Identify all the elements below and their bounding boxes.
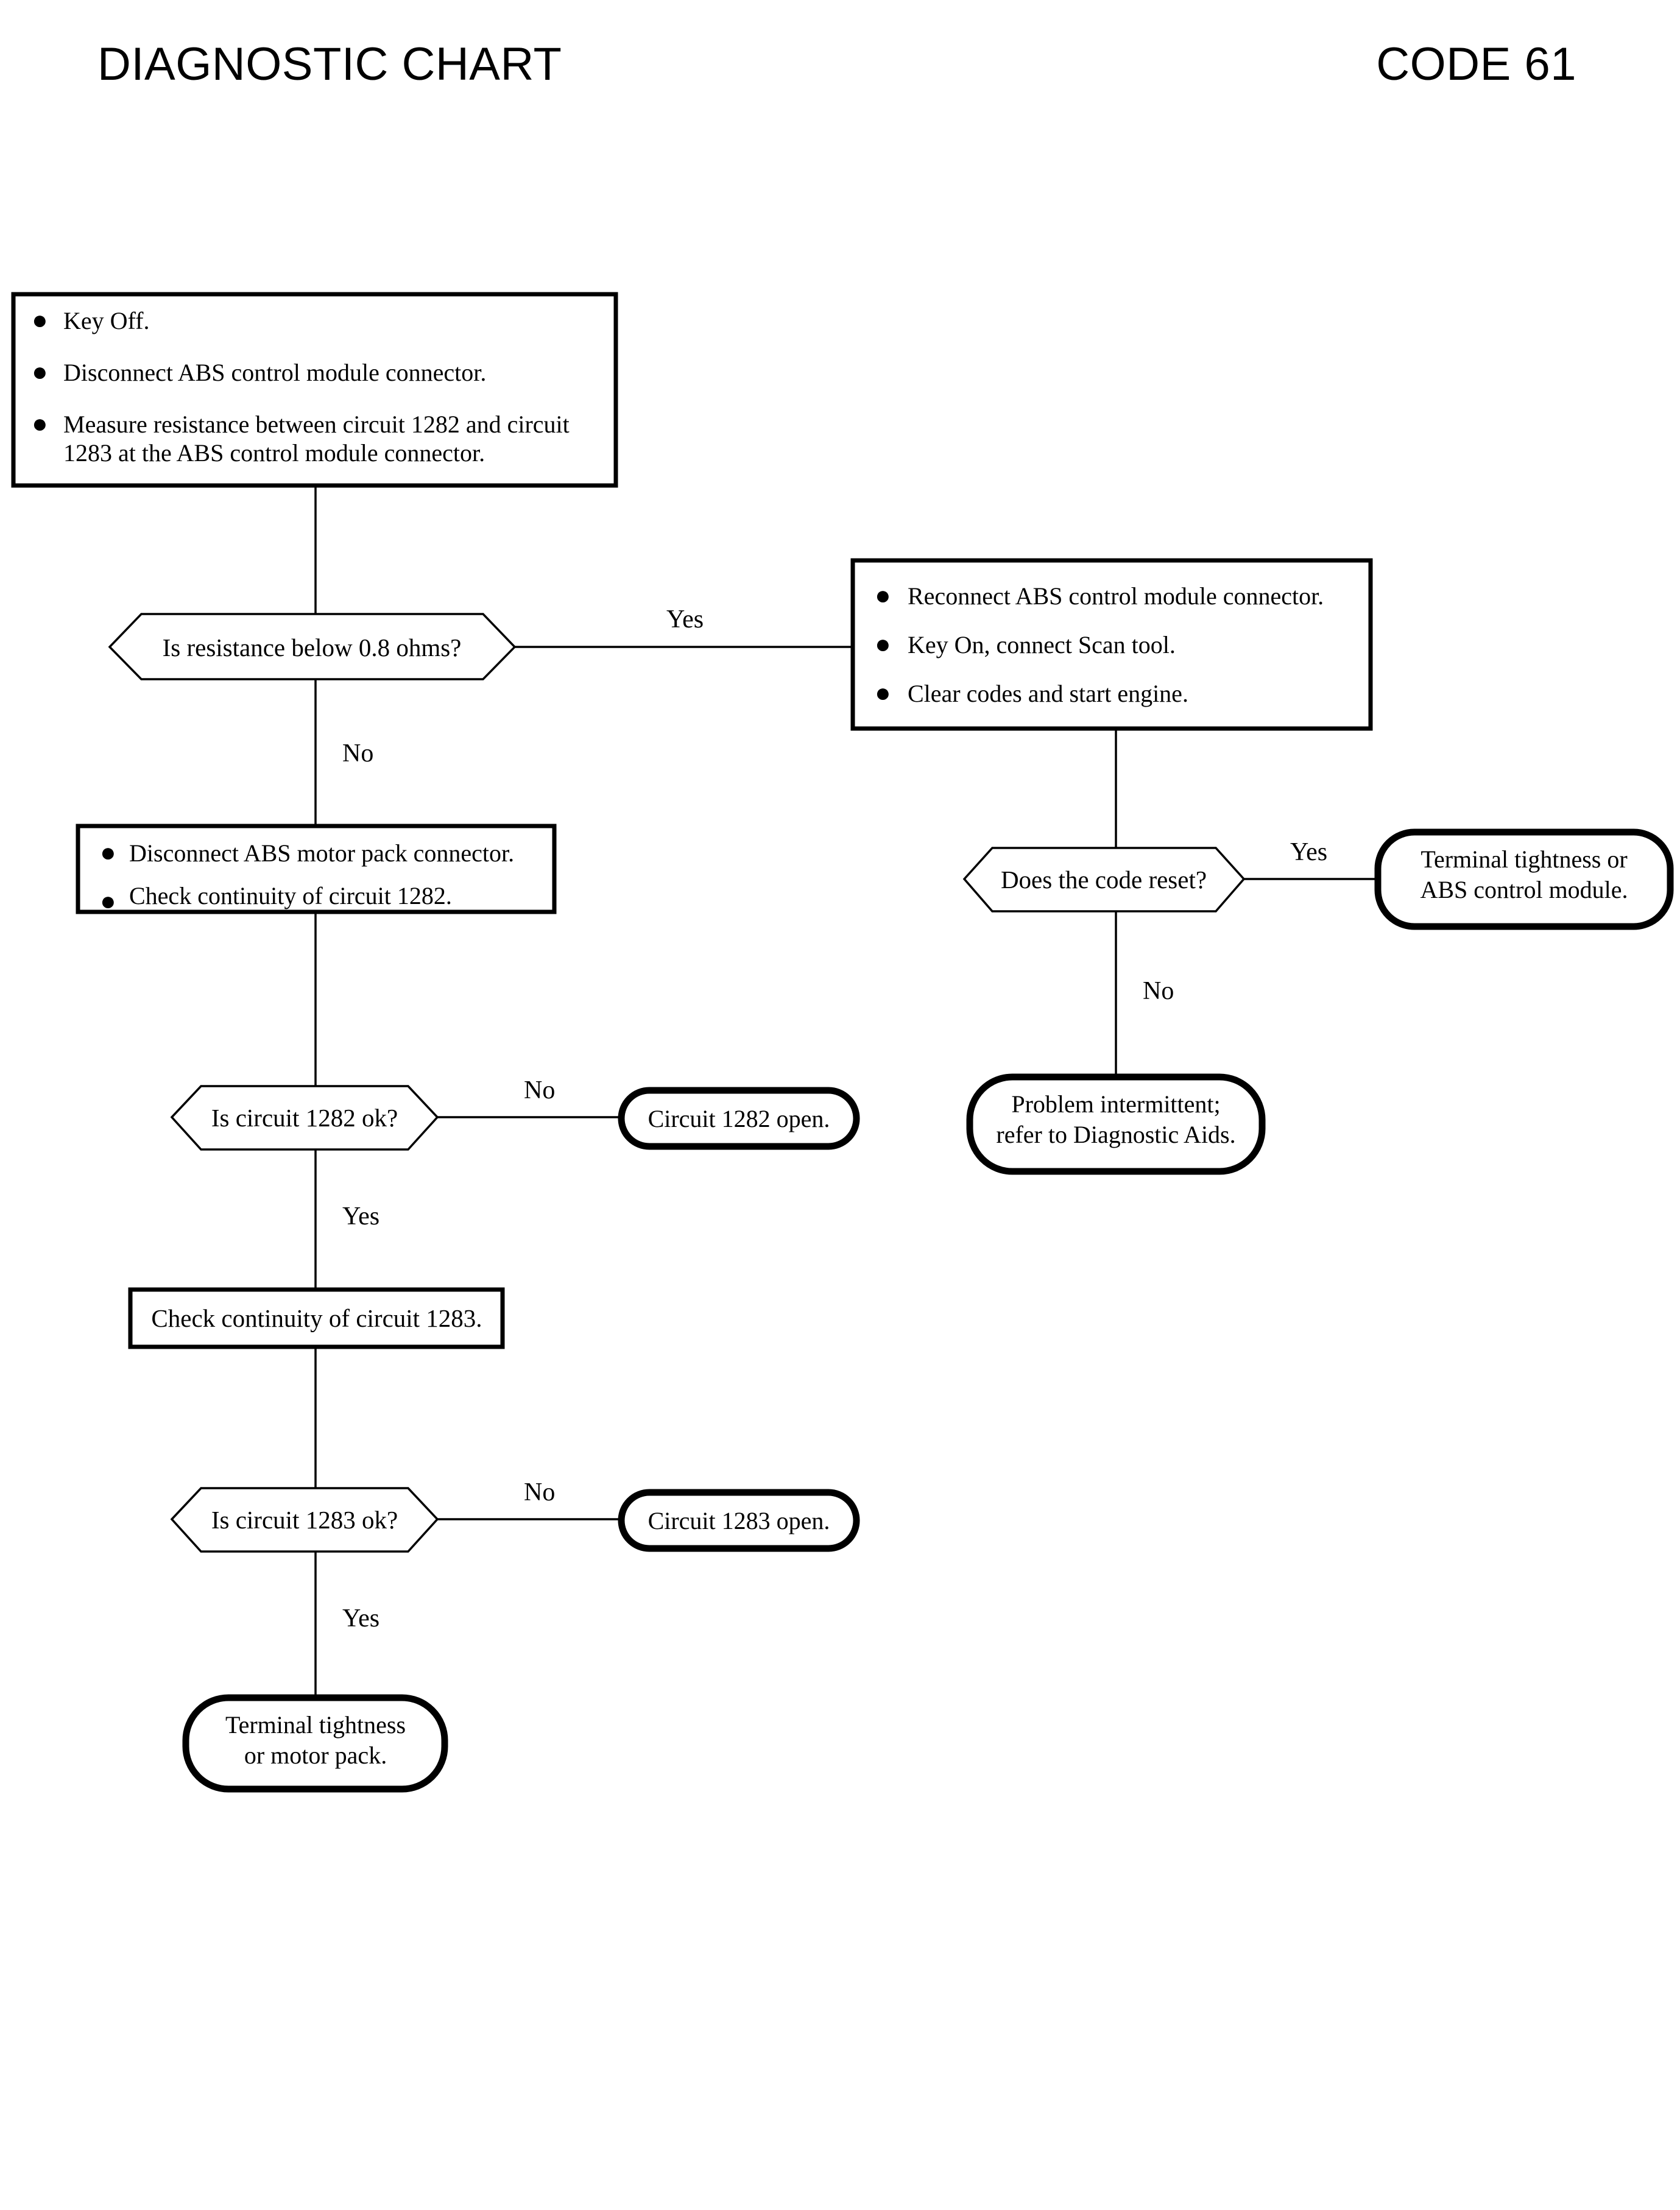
bullet-icon: ● <box>32 409 48 439</box>
decision-hexagon-2[interactable] <box>962 847 1246 913</box>
node-key-off-measure[interactable]: ● Key Off. ● Disconnect ABS control modu… <box>11 292 618 488</box>
node-is-resistance-below[interactable]: Is resistance below 0.8 ohms? <box>108 613 517 680</box>
node-reconnect-scan[interactable]: ● Reconnect ABS control module connector… <box>850 558 1373 731</box>
terminal5-line-2: or motor pack. <box>244 1742 387 1769</box>
decision1-label: Is resistance below 0.8 ohms? <box>163 634 462 662</box>
node-circuit-1282-open[interactable]: Circuit 1282 open. <box>618 1087 860 1150</box>
process-box-2[interactable] <box>850 558 1373 731</box>
box2-line-1: Reconnect ABS control module connector. <box>908 582 1324 610</box>
decision-hexagon-4[interactable] <box>170 1487 439 1553</box>
box2-line-3: Clear codes and start engine. <box>908 680 1188 707</box>
box1-line-1: Key Off. <box>63 307 149 334</box>
edge-label-no-1: No <box>342 740 373 768</box>
bullet-icon: ● <box>100 838 116 867</box>
decision2-label: Does the code reset? <box>1001 866 1207 894</box>
process-box-1[interactable] <box>11 292 618 488</box>
node-terminal-tightness-motor-pack[interactable]: Terminal tightness or motor pack. <box>182 1694 448 1793</box>
node-disconnect-motor-pack[interactable]: ● Disconnect ABS motor pack connector. ●… <box>76 824 557 916</box>
terminal-box-4[interactable] <box>618 1489 860 1552</box>
bullet-icon: ● <box>32 305 48 335</box>
terminal5-line-1: Terminal tightness <box>225 1711 406 1739</box>
edge-label-no-2: No <box>1143 977 1174 1005</box>
node-circuit-1283-open[interactable]: Circuit 1283 open. <box>618 1489 860 1552</box>
box1-line-2: Disconnect ABS control module connector. <box>63 359 486 386</box>
bullet-icon: ● <box>32 357 48 387</box>
terminal1-line-2: ABS control module. <box>1420 876 1628 903</box>
bullet-icon: ● <box>875 629 891 659</box>
terminal-box-5[interactable] <box>182 1694 448 1793</box>
box3-line-2: Check continuity of circuit 1282. <box>129 882 452 909</box>
bullet-icon: ● <box>875 678 891 708</box>
box1-line-3b: 1283 at the ABS control module connector… <box>63 439 485 467</box>
code-label: CODE 61 <box>1376 38 1576 90</box>
terminal-box-2[interactable] <box>966 1073 1266 1175</box>
node-does-code-reset[interactable]: Does the code reset? <box>962 847 1246 913</box>
terminal-box-3[interactable] <box>618 1087 860 1150</box>
box4-line-1: Check continuity of circuit 1283. <box>151 1304 482 1332</box>
edge-label-yes-3: Yes <box>342 1202 379 1230</box>
edge-label-yes-4: Yes <box>342 1605 379 1633</box>
edge-label-no-3: No <box>524 1076 555 1104</box>
edge-label-yes-2: Yes <box>1290 838 1327 866</box>
node-problem-intermittent[interactable]: Problem intermittent; refer to Diagnosti… <box>966 1073 1266 1175</box>
terminal2-line-1: Problem intermittent; <box>1011 1090 1220 1118</box>
edge-label-yes-1: Yes <box>666 605 704 634</box>
page-title: DIAGNOSTIC CHART <box>97 38 562 90</box>
decision-hexagon-3[interactable] <box>170 1085 439 1151</box>
edge-label-no-4: No <box>524 1478 555 1506</box>
decision-hexagon-1[interactable] <box>108 613 517 680</box>
bullet-icon: ● <box>875 581 891 610</box>
terminal3-line-1: Circuit 1282 open. <box>648 1105 830 1132</box>
terminal1-line-1: Terminal tightness or <box>1421 846 1627 873</box>
node-check-continuity-1283[interactable]: Check continuity of circuit 1283. <box>128 1287 505 1349</box>
terminal2-line-2: refer to Diagnostic Aids. <box>996 1121 1235 1148</box>
connector-group <box>314 485 1378 1698</box>
node-is-circuit-1282-ok[interactable]: Is circuit 1282 ok? <box>170 1085 439 1151</box>
terminal-box-1[interactable] <box>1374 828 1674 930</box>
bullet-icon: ● <box>100 886 116 916</box>
terminal4-line-1: Circuit 1283 open. <box>648 1507 830 1534</box>
process-box-4[interactable] <box>128 1287 505 1349</box>
box3-line-1: Disconnect ABS motor pack connector. <box>129 839 514 867</box>
node-terminal-tightness-abs[interactable]: Terminal tightness or ABS control module… <box>1374 828 1674 930</box>
process-box-3[interactable] <box>76 824 557 914</box>
decision4-label: Is circuit 1283 ok? <box>211 1506 398 1534</box>
box1-line-3a: Measure resistance between circuit 1282 … <box>63 411 570 438</box>
node-is-circuit-1283-ok[interactable]: Is circuit 1283 ok? <box>170 1487 439 1553</box>
box2-line-2: Key On, connect Scan tool. <box>908 631 1176 658</box>
decision3-label: Is circuit 1282 ok? <box>211 1104 398 1132</box>
